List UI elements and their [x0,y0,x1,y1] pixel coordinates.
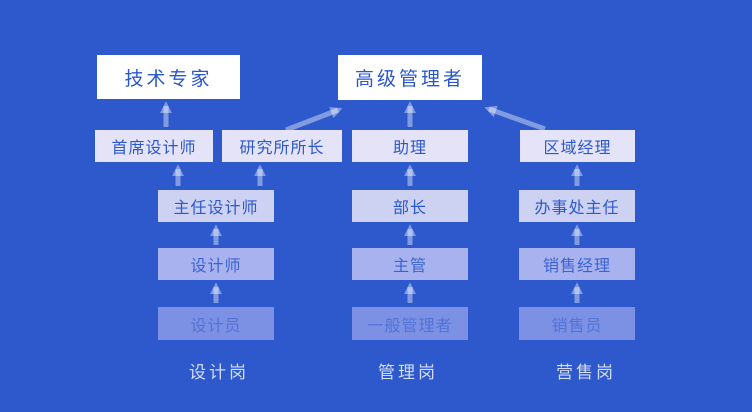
node-design-staff: 设计员 [158,307,274,340]
node-tech-expert: 技术专家 [97,55,240,99]
node-general-manager: 一般管理者 [352,307,468,340]
node-senior-manager: 高级管理者 [338,55,482,100]
arrow-regional-manager-to-senior-manager [484,105,546,132]
column-label-design: 设计岗 [189,363,249,382]
arrow-institute-director-to-senior-manager [285,106,343,133]
node-salesperson: 销售员 [519,307,635,340]
node-chief-designer: 首席设计师 [95,130,213,162]
node-institute-director: 研究所所长 [222,130,342,162]
node-regional-manager: 区域经理 [520,130,635,162]
node-designer: 设计师 [158,248,274,280]
node-department-head: 部长 [352,190,468,222]
node-office-director: 办事处主任 [519,190,635,222]
node-sales-manager: 销售经理 [519,248,635,280]
node-supervisor: 主管 [352,248,468,280]
node-director-designer: 主任设计师 [158,190,274,222]
column-label-sales: 营售岗 [556,363,616,382]
node-assistant: 助理 [352,130,468,162]
column-label-management: 管理岗 [378,363,438,382]
